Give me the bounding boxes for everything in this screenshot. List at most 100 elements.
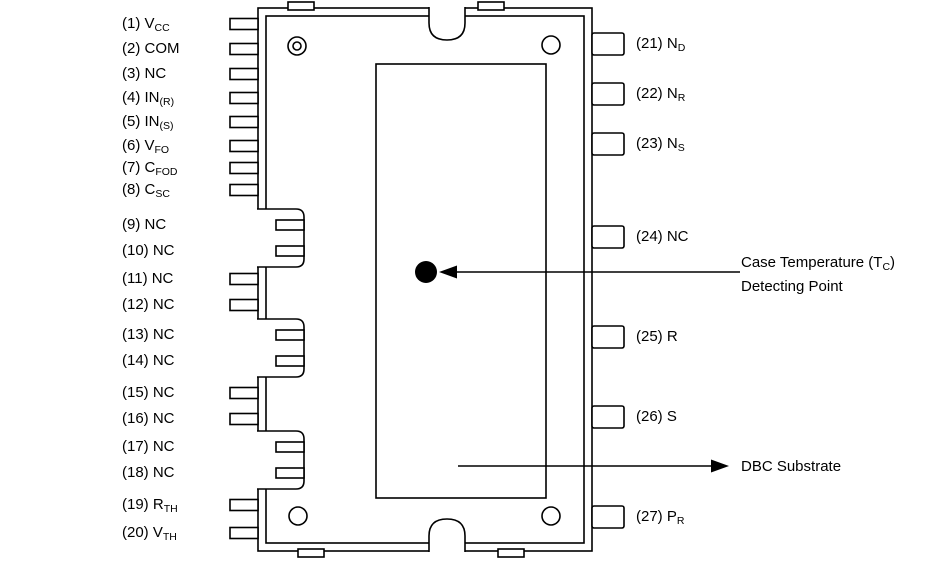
pin-label-21: (21) ND [636, 35, 685, 54]
pin-pocket [257, 318, 305, 378]
pin-lead [229, 115, 259, 129]
mold-tab [297, 548, 325, 558]
pin-label-24: (24) NC [636, 228, 689, 247]
pin-lead [229, 412, 259, 426]
pin-lead [229, 498, 259, 512]
pin-lead [229, 17, 259, 31]
pin-label-text: (25) R [636, 328, 678, 345]
pin-label-text: (26) S [636, 408, 677, 425]
pin-lead [275, 245, 305, 257]
case-temp-arrowhead [439, 265, 457, 279]
pin-lead [229, 298, 259, 312]
pin-label-22: (22) NR [636, 85, 685, 104]
mounting-hole-top-left-inner [292, 41, 302, 51]
pin-label-13: (13) NC [122, 326, 175, 345]
pin-label-text: (22) N [636, 85, 678, 102]
pin-label-text: (21) N [636, 35, 678, 52]
pin-label-sub: D [677, 42, 686, 54]
pin-label-text: (24) NC [636, 228, 689, 245]
pin-lead [275, 441, 305, 453]
pin-lead [229, 183, 259, 197]
case-temp-label-line2: Detecting Point [741, 278, 843, 296]
pin-label-text: (11) NC [122, 270, 174, 287]
mold-tab [287, 1, 315, 11]
pin-label-26: (26) S [636, 408, 677, 427]
pin-pocket [257, 208, 305, 268]
pin-label-text: (23) N [636, 135, 678, 152]
left-pin-leads [229, 17, 259, 540]
pin-label-17: (17) NC [122, 438, 175, 457]
pin-label-text: (17) NC [122, 438, 175, 455]
dbc-substrate-label: DBC Substrate [741, 458, 841, 476]
pin-label-text: (15) NC [122, 384, 175, 401]
pin-lead [591, 505, 625, 529]
pin-lead [591, 225, 625, 249]
pin-lead [591, 325, 625, 349]
case-temp-point-dot [415, 261, 437, 283]
pin-label-text: (20) V [122, 524, 163, 541]
pin-label-sub: FOD [155, 166, 178, 178]
pin-label-27: (27) PR [636, 508, 684, 527]
pin-label-15: (15) NC [122, 384, 175, 403]
mold-tab [477, 1, 505, 11]
pin-label-sub: (S) [159, 120, 174, 132]
pin-label-23: (23) NS [636, 135, 685, 154]
pin-label-text: (6) V [122, 137, 155, 154]
pin-label-text: (27) P [636, 508, 677, 525]
pin-label-text: (13) NC [122, 326, 175, 343]
pin-lead [229, 272, 259, 286]
pin-lead [591, 132, 625, 156]
pin-label-1: (1) VCC [122, 15, 170, 34]
right-pin-leads [591, 32, 625, 529]
pin-label-sub: (R) [159, 96, 175, 108]
pin-label-text: (7) C [122, 159, 156, 176]
pin-label-text: (16) NC [122, 410, 175, 427]
pin-label-sub: R [677, 92, 686, 104]
mounting-hole-bottom-right [541, 506, 561, 526]
pin-label-sub: CC [154, 22, 170, 34]
pin-lead [229, 139, 259, 153]
pin-label-text: (9) NC [122, 216, 167, 233]
pin-label-text: (4) IN [122, 89, 160, 106]
pin-label-text: (12) NC [122, 296, 175, 313]
pin-label-12: (12) NC [122, 296, 175, 315]
pin-label-18: (18) NC [122, 464, 175, 483]
pin-lead [229, 42, 259, 56]
annotation-text: Case Temperature (T [741, 254, 883, 271]
annotation-text: Detecting Point [741, 278, 843, 295]
pin-label-25: (25) R [636, 328, 678, 347]
pin-label-sub: S [677, 142, 685, 154]
pocket-pin-leads [275, 219, 305, 479]
pin-label-16: (16) NC [122, 410, 175, 429]
pin-label-text: (1) V [122, 15, 155, 32]
bottom-notch [428, 518, 466, 552]
mold-tab [497, 548, 525, 558]
pin-label-10: (10) NC [122, 242, 175, 261]
annotation-text: DBC Substrate [741, 458, 842, 475]
pin-lead [275, 467, 305, 479]
pin-label-3: (3) NC [122, 65, 166, 84]
pin-lead [591, 405, 625, 429]
mounting-hole-top-right [541, 35, 561, 55]
pin-label-text: (18) NC [122, 464, 175, 481]
pin-lead [591, 32, 625, 56]
pin-label-text: (10) NC [122, 242, 175, 259]
pin-lead [229, 91, 259, 105]
top-notch [428, 7, 466, 41]
pin-label-text: (3) NC [122, 65, 167, 82]
module-inner-outline [265, 15, 585, 544]
pin-label-2: (2) COM [122, 40, 180, 59]
pin-label-text: (5) IN [122, 113, 160, 130]
callout-arrows [439, 265, 740, 473]
annotation-text: ) [890, 254, 896, 271]
pin-label-sub: R [676, 515, 685, 527]
pin-label-20: (20) VTH [122, 524, 177, 543]
pin-label-sub: TH [162, 531, 177, 543]
pin-lead [229, 526, 259, 540]
pin-lead [275, 219, 305, 231]
pin-label-4: (4) IN(R) [122, 89, 174, 108]
pin-label-11: (11) NC [122, 270, 173, 289]
pin-label-14: (14) NC [122, 352, 175, 371]
